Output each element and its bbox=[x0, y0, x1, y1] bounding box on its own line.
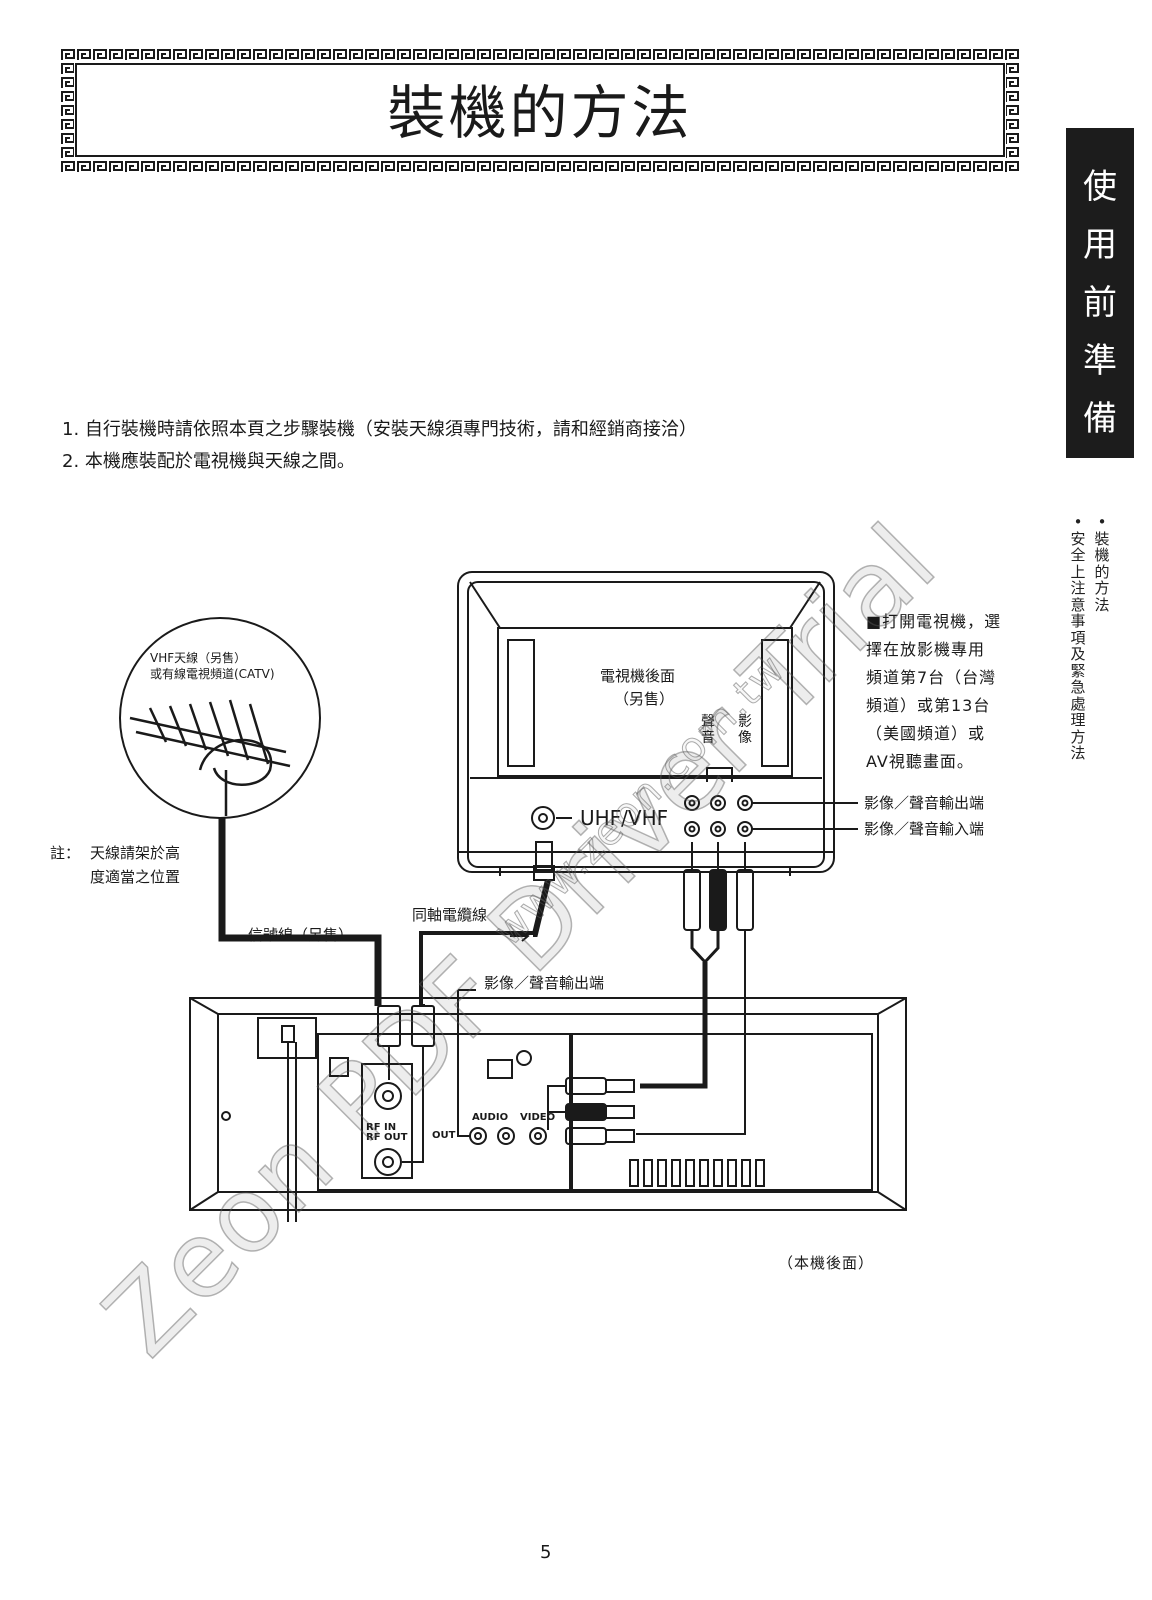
tv-uhf-vhf-jack bbox=[531, 806, 555, 830]
vcr-back-panel bbox=[189, 997, 907, 1211]
video-label: VIDEO bbox=[520, 1112, 556, 1123]
coax-cable-label: 同軸電纜線 bbox=[412, 906, 488, 924]
tv-channel-note: ■打開電視機，選 擇在放影機專用 頻道第7台（台灣 頻道）或第13台 （美國頻道… bbox=[866, 612, 1002, 771]
page-title: 裝機的方法 bbox=[387, 79, 693, 147]
antenna-callout-circle bbox=[119, 617, 321, 819]
tab-char: 備 bbox=[1083, 399, 1117, 439]
instruction-list: 1. 自行裝機時請依照本頁之步驟裝機（安裝天線須專門技術，請和經銷商接洽） 2.… bbox=[62, 414, 697, 478]
tab-char: 使 bbox=[1083, 167, 1117, 207]
tv-av-output-jacks bbox=[684, 795, 753, 811]
vcr-vent-slots bbox=[629, 1159, 765, 1187]
out-label: OUT bbox=[432, 1130, 456, 1141]
coax-cable bbox=[419, 879, 551, 1006]
tab-char: 前 bbox=[1083, 283, 1117, 323]
antenna-note-line: 度適當之位置 bbox=[90, 868, 181, 886]
antenna-label-catv: 或有線電視頻道(CATV) bbox=[150, 667, 275, 681]
vcr-rf-out-jack bbox=[374, 1148, 402, 1176]
note-prefix: 註： bbox=[50, 844, 81, 862]
tv-av-output-label: 影像／聲音輸出端 bbox=[864, 794, 985, 812]
title-frame bbox=[60, 48, 1020, 172]
rf-out-label: RF OUT bbox=[366, 1132, 408, 1143]
antenna-note-line: 天線請架於高 bbox=[90, 844, 181, 862]
vcr-back-caption: （本機後面） bbox=[778, 1254, 875, 1272]
tv-video-label: 影 像 bbox=[738, 714, 752, 746]
antenna-icon bbox=[129, 699, 291, 816]
tv-av-input-jacks bbox=[684, 821, 753, 837]
audio-label: AUDIO bbox=[472, 1112, 509, 1123]
tv-back-panel bbox=[457, 571, 835, 876]
tv-av-input-label: 影像／聲音輸入端 bbox=[864, 820, 985, 838]
vcr-av-output-jacks bbox=[469, 1127, 547, 1145]
instruction-item: 2. 本機應裝配於電視機與天線之間。 bbox=[62, 451, 355, 472]
tv-coax-plug bbox=[535, 841, 553, 871]
rf-in-label: RF IN bbox=[366, 1122, 397, 1133]
uhf-vhf-label: UHF/VHF bbox=[580, 806, 669, 830]
section-tab-label: 使 用 前 準 備 bbox=[1066, 158, 1134, 448]
tab-char: 用 bbox=[1083, 225, 1117, 265]
rca-plugs-vcr bbox=[547, 1077, 635, 1145]
vcr-av-out-label: 影像／聲音輸出端 bbox=[484, 974, 605, 992]
antenna-label: VHF天線（另售） bbox=[150, 651, 247, 665]
page-number: 5 bbox=[540, 1542, 552, 1563]
signal-cable bbox=[218, 818, 382, 1006]
vcr-rf-in-jack bbox=[374, 1082, 402, 1110]
tv-back-sold-separately: （另售） bbox=[614, 690, 675, 708]
section-item-safety: • 安 全 上 注 意 事 項 及 緊 急 處 理 方 法 bbox=[1070, 513, 1086, 762]
rca-plugs-tv bbox=[683, 842, 754, 931]
tv-back-label: 電視機後面 bbox=[600, 667, 676, 685]
instruction-item: 1. 自行裝機時請依照本頁之步驟裝機（安裝天線須專門技術，請和經銷商接洽） bbox=[62, 419, 697, 440]
tv-audio-label: 聲 音 bbox=[701, 714, 715, 746]
signal-cable-label: 信號線（另售） bbox=[248, 926, 354, 944]
section-tab bbox=[1066, 128, 1134, 458]
section-item-install: • 裝 機 的 方 法 bbox=[1094, 513, 1110, 614]
tab-char: 準 bbox=[1083, 341, 1117, 381]
